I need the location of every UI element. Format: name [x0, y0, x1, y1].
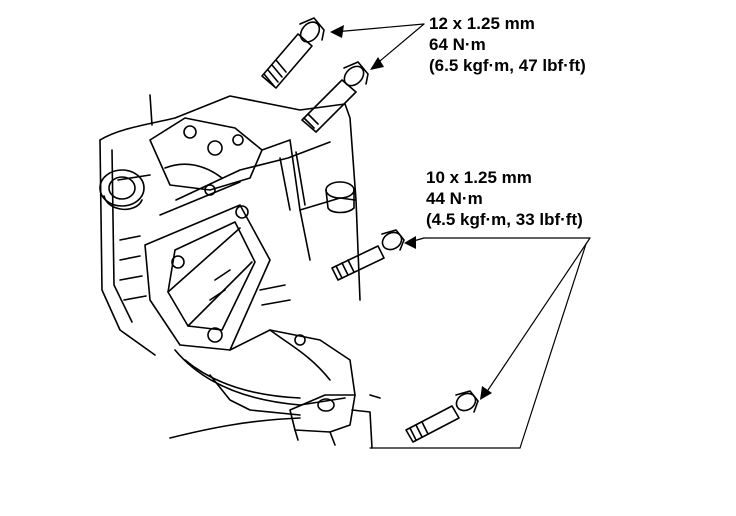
lower-bolt-torque: 44 N·m — [426, 189, 483, 208]
bolt-upper-right — [301, 61, 369, 133]
arrowheads — [330, 25, 492, 400]
upper-bolt-size: 12 x 1.25 mm — [429, 14, 535, 33]
bolt-lower — [405, 390, 479, 443]
bolt-middle — [331, 229, 405, 281]
lower-bolt-spec: 10 x 1.25 mm 44 N·m (4.5 kgf·m, 33 lbf·f… — [426, 167, 583, 230]
engine-block-drawing — [99, 94, 381, 449]
bolt-upper-left — [261, 17, 325, 89]
upper-bolt-torque: 64 N·m — [429, 35, 486, 54]
leader-lines — [333, 23, 591, 449]
upper-bolt-torque-alt: (6.5 kgf·m, 47 lbf·ft) — [429, 56, 586, 75]
upper-bolt-spec: 12 x 1.25 mm 64 N·m (6.5 kgf·m, 47 lbf·f… — [429, 13, 586, 76]
lower-bolt-torque-alt: (4.5 kgf·m, 33 lbf·ft) — [426, 210, 583, 229]
lower-bolt-size: 10 x 1.25 mm — [426, 168, 532, 187]
